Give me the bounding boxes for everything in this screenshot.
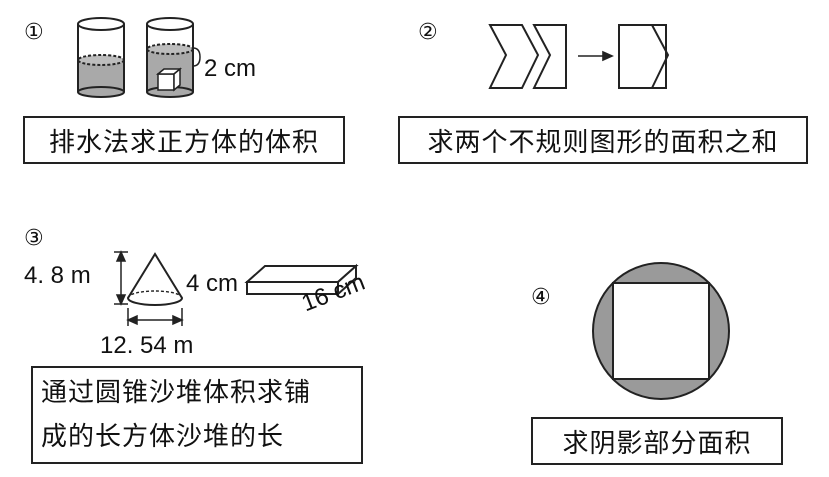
panel-2-number: ② (418, 20, 438, 45)
cylinder-right (146, 17, 201, 98)
cube (155, 67, 183, 92)
cylinder-left (77, 17, 125, 98)
caption-panel-4: 求阴影部分面积 (531, 417, 783, 465)
arrow-right (578, 50, 614, 62)
cuboid-slab (244, 263, 359, 297)
caption-panel-2: 求两个不规则图形的面积之和 (398, 116, 808, 164)
cone-height-label: 4. 8 m (24, 262, 91, 289)
panel-3-number: ③ (24, 226, 44, 251)
water-rise-label: 2 cm (204, 55, 257, 82)
irregular-shapes-after (618, 24, 670, 89)
panel-4-number: ④ (531, 285, 551, 310)
cone-sand-pile (126, 252, 184, 306)
circle-with-square (592, 262, 730, 400)
caption-panel-3: 通过圆锥沙堆体积求铺 成的长方体沙堆的长 (31, 366, 363, 464)
caption-panel-1: 排水法求正方体的体积 (23, 116, 345, 164)
base-dimension (126, 308, 184, 326)
caption-panel-3-line2: 成的长方体沙堆的长 (41, 422, 285, 452)
caption-panel-3-line1: 通过圆锥沙堆体积求铺 (41, 378, 312, 408)
height-dimension (114, 250, 128, 306)
irregular-shapes-before (488, 24, 567, 89)
cone-base-label: 12. 54 m (100, 332, 194, 359)
panel-1-number: ① (24, 20, 44, 45)
slab-thickness-label: 4 cm (186, 270, 239, 297)
